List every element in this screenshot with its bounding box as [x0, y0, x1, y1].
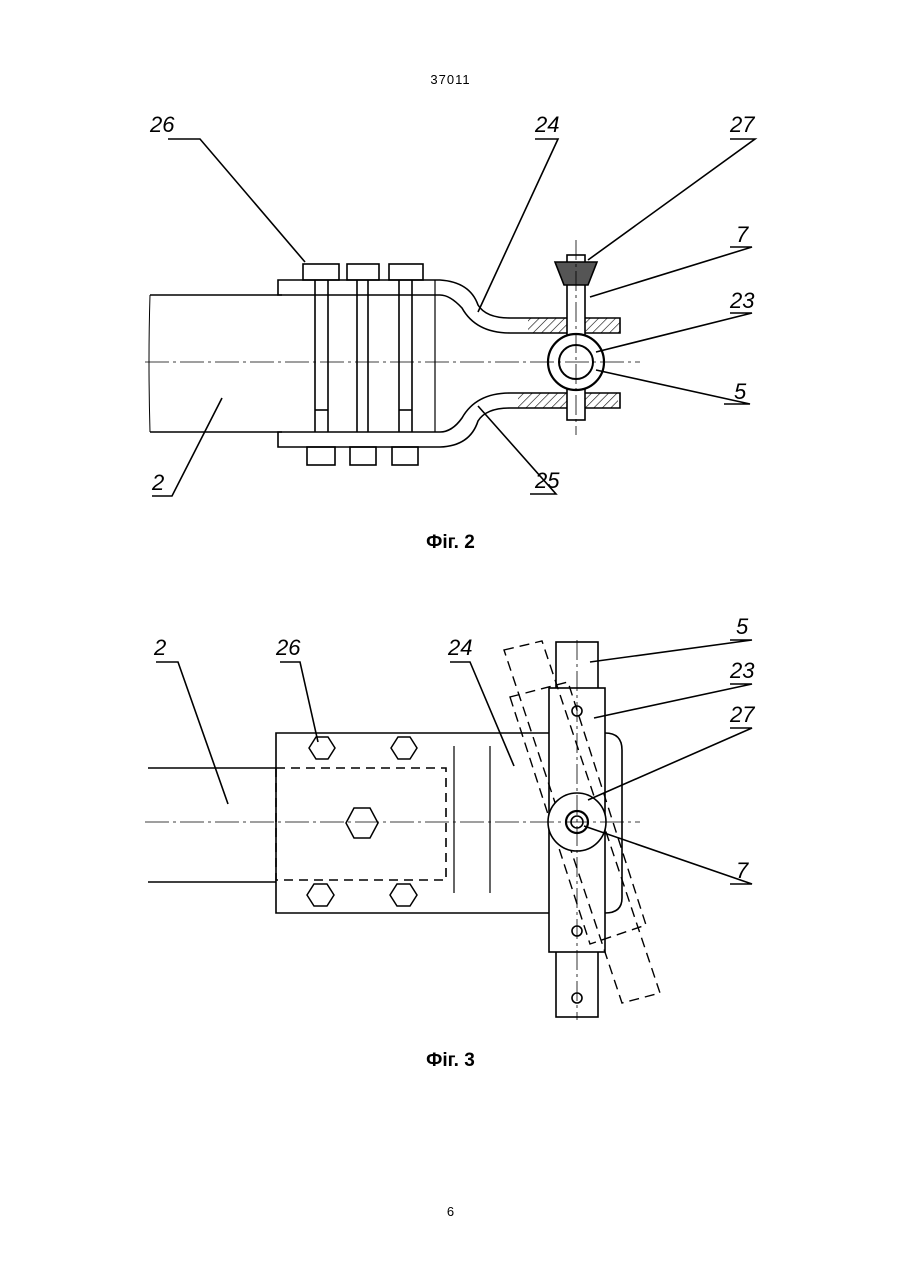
label-7-fig3: 7	[736, 858, 749, 883]
label-27-fig3: 27	[729, 702, 755, 727]
figure-3-caption: Фіг. 3	[0, 1050, 901, 1072]
label-24-fig3: 24	[447, 635, 472, 660]
label-26-fig3: 26	[275, 635, 301, 660]
page-number: 6	[0, 1204, 901, 1219]
figure-3-drawing: 2 26 24 5 23 27 7	[0, 0, 901, 1040]
label-2-fig3: 2	[153, 635, 166, 660]
beam-2-top	[148, 768, 276, 882]
label-5-fig3: 5	[736, 614, 749, 639]
label-23-fig3: 23	[729, 658, 755, 683]
